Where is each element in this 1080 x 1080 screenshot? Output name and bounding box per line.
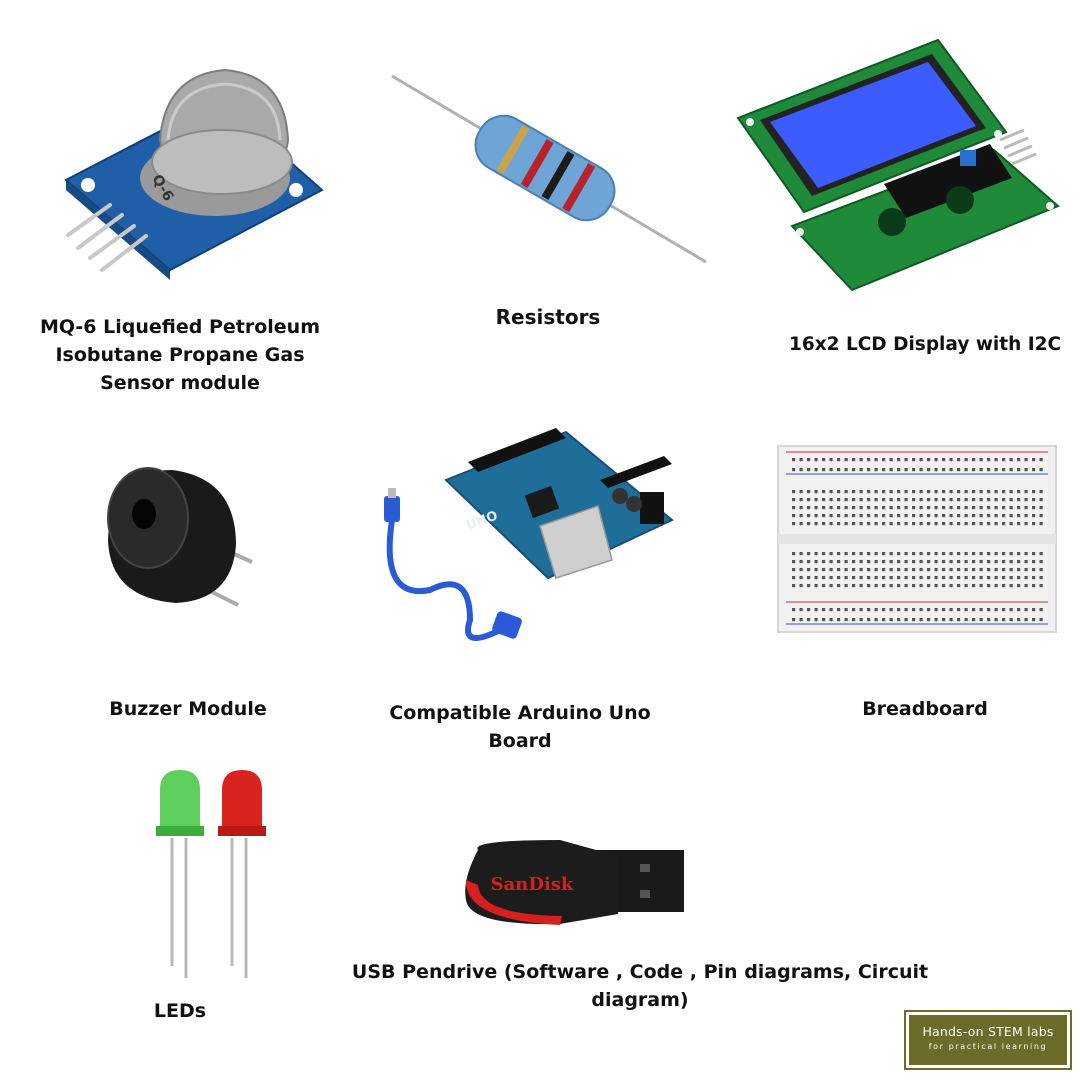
gas-sensor-caption-line3: Sensor module (100, 372, 260, 394)
leds-caption: LEDs (153, 1000, 207, 1022)
gas-sensor-caption: MQ-6 Liquefied Petroleum Isobutane Propa… (20, 313, 340, 397)
breadboard-holes (792, 458, 1043, 622)
logo-title: Hands-on STEM labs (922, 1024, 1054, 1039)
breadboard-caption: Breadboard (862, 698, 988, 720)
resistor-caption: Resistors (495, 305, 601, 329)
arduino-caption-line2: Board (488, 730, 552, 752)
pendrive-caption: USB Pendrive (Software , Code , Pin diag… (351, 961, 929, 1011)
sandisk-logo: SanDisk (491, 874, 574, 895)
lcd-caption: 16x2 LCD Display with I2C (788, 334, 1062, 355)
buzzer-caption: Buzzer Module (109, 698, 267, 720)
hands-on-stem-labs-logo: Hands-on STEM labs for practical learnin… (904, 1010, 1072, 1070)
arduino-caption-line1: Compatible Arduino Uno (389, 702, 651, 724)
arduino-caption: Compatible Arduino Uno Board (360, 699, 680, 755)
logo-subtitle: for practical learning (928, 1042, 1048, 1051)
gas-sensor-caption-line1: MQ-6 Liquefied Petroleum (40, 316, 320, 338)
gas-sensor-caption-line2: Isobutane Propane Gas (55, 344, 305, 366)
